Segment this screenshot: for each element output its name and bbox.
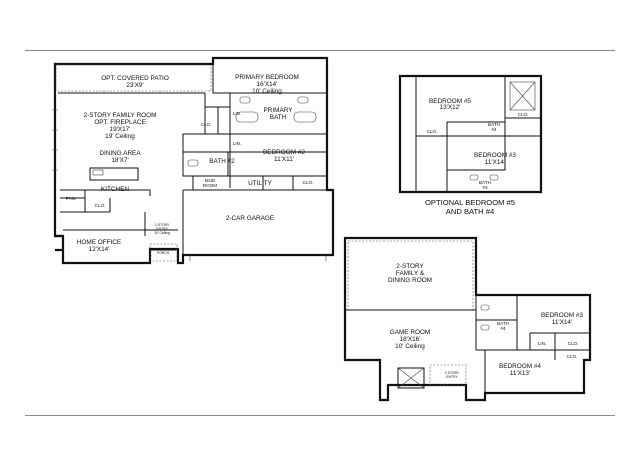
bedroom-3-label: BEDROOM #3 [541, 312, 583, 319]
primary-bedroom-label: PRIMARY BEDROOM [235, 74, 299, 81]
optional-plan-caption-1: OPTIONAL BEDROOM #5 [425, 198, 515, 207]
kitchen-label: KITCHEN [101, 186, 129, 193]
opt-bath-3-label-1: BATH [479, 180, 491, 185]
game-room-ceiling: 10' Ceiling [395, 343, 425, 350]
opt-bedroom-5-dims: 13'X12' [440, 104, 461, 111]
top-divider [25, 50, 615, 51]
linen-label: LIN. [538, 341, 546, 346]
home-office-label: HOME OFFICE [77, 239, 121, 246]
opt-closet-label-2: CLO. [518, 112, 529, 117]
closet-label-3: CLO. [303, 180, 314, 185]
bath-2-label: BATH #2 [209, 158, 235, 165]
closet-label-1: CLO. [201, 122, 212, 127]
covered-patio-label: OPT. COVERED PATIO [101, 75, 169, 82]
primary-bedroom-dims: 16'X14' [257, 81, 278, 88]
opt-closet-label-1: CLO. [427, 129, 438, 134]
bedroom-4-dims: 11'X13' [510, 370, 530, 377]
bath-4-label-2: #4 [500, 326, 506, 331]
optional-bedroom-plan [398, 74, 543, 194]
family-room-label: 2-STORY FAMILY ROOM [84, 112, 157, 119]
porch-label: PORCH [157, 251, 170, 255]
open-to-below-label-2: FAMILY & [396, 270, 425, 277]
open-to-below-label-3: DINING ROOM [388, 277, 432, 284]
family-room-ceiling: 19' Ceiling [105, 133, 135, 140]
primary-bath-label-1: PRIMARY [263, 107, 293, 114]
opt-bedroom-5-label: BEDROOM #5 [429, 98, 471, 105]
bath-4-label-1: BATH [497, 321, 509, 326]
bedroom-2-dims: 11'X11' [274, 156, 294, 163]
open-to-below-label-1: 2-STORY [396, 263, 424, 270]
closet-label-2: CLO. [95, 203, 106, 208]
pantry-label: PAN. [66, 196, 76, 201]
opt-bedroom-3-dims: 11'X14' [485, 159, 505, 166]
entry-label-2: ENTRY [156, 227, 168, 231]
mud-room-label-1: MUD [205, 178, 216, 183]
first-floor-plan [52, 56, 335, 265]
optional-plan-caption-2: AND BATH #4 [446, 207, 494, 216]
upper-entry-label-2: ENTRY [446, 375, 458, 379]
opt-bath-4-label-2: #4 [491, 127, 497, 132]
game-room-label: GAME ROOM [390, 329, 430, 336]
dining-area-dims: 18'X7' [111, 157, 128, 164]
fireplace-option-label: OPT. FIREPLACE [94, 119, 146, 126]
home-office-dims: 12'X14' [89, 246, 110, 253]
opt-bath-4-label-1: BATH [488, 122, 500, 127]
bedroom-3-dims: 11'X14' [552, 319, 572, 326]
closet-label-a: CLO. [568, 341, 579, 346]
closet-label-b: CLO. [567, 354, 578, 359]
linen-label-2: LIN. [233, 141, 241, 146]
bedroom-4-label: BEDROOM #4 [499, 363, 541, 370]
dining-area-label: DINING AREA [99, 150, 141, 157]
primary-bedroom-ceiling: 10' Ceiling [252, 88, 282, 95]
mud-room-label-2: ROOM [203, 183, 217, 188]
entry-label-1: 2-STORY [155, 223, 170, 227]
opt-bedroom-3-label: BEDROOM #3 [474, 152, 516, 159]
opt-bath-3-label-2: #3 [482, 185, 488, 190]
second-floor-plan [343, 236, 592, 402]
linen-label-1: LIN. [233, 111, 241, 116]
game-room-dims: 18'X16' [400, 336, 421, 343]
garage-label: 2-CAR GARAGE [226, 215, 274, 222]
covered-patio-dims: 23'X9' [126, 82, 143, 89]
primary-bath-label-2: BATH [270, 114, 287, 121]
entry-label-3: 19' Ceiling [154, 231, 170, 235]
bedroom-2-label: BEDROOM #2 [263, 149, 305, 156]
bottom-divider [25, 415, 615, 416]
family-room-dims: 19'X17' [110, 126, 131, 133]
upper-entry-label-1: 2-STORY [445, 371, 460, 375]
utility-label: UTILITY [248, 180, 273, 187]
